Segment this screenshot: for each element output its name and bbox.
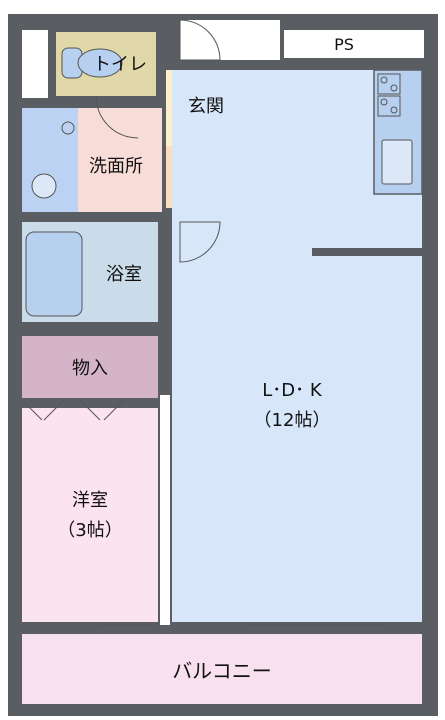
western-room	[22, 408, 158, 622]
stove-icon	[377, 95, 401, 117]
ps-box	[284, 30, 424, 58]
balcony	[22, 634, 422, 704]
stove-icon	[377, 73, 401, 95]
wash-basin-icon	[31, 173, 57, 199]
entrance-label: 玄関	[188, 96, 224, 117]
door-swing-icon	[95, 95, 139, 139]
partition-wall	[312, 248, 424, 256]
bathroom-label: 浴室	[106, 264, 142, 285]
ldk-size: （12帖）	[254, 410, 331, 431]
burner-icon	[390, 106, 398, 114]
storage-label: 物入	[72, 358, 108, 379]
toilet-label: トイレ	[93, 54, 147, 75]
door-swing-icon	[179, 19, 221, 61]
washroom-label: 洗面所	[89, 156, 143, 177]
sliding-partition	[160, 395, 170, 625]
bathtub-icon	[25, 231, 83, 317]
kitchen-sink-icon	[381, 139, 413, 185]
western-room-size: （3帖）	[57, 520, 122, 541]
balcony-label: バルコニー	[172, 659, 272, 683]
burner-icon	[390, 84, 398, 92]
drain-icon	[61, 121, 75, 135]
western-room-label: 洋室	[72, 490, 108, 511]
toilet-bowl-icon	[77, 48, 123, 78]
burner-icon	[380, 76, 388, 84]
ps-label: PS	[334, 35, 354, 54]
ldk-label: L･D･ K	[262, 380, 323, 401]
door-swing-icon	[179, 221, 221, 263]
folding-door-icon	[21, 399, 125, 421]
storage	[22, 336, 158, 398]
burner-icon	[380, 98, 388, 106]
closet-space	[22, 30, 48, 98]
door-swing-area	[180, 20, 280, 60]
